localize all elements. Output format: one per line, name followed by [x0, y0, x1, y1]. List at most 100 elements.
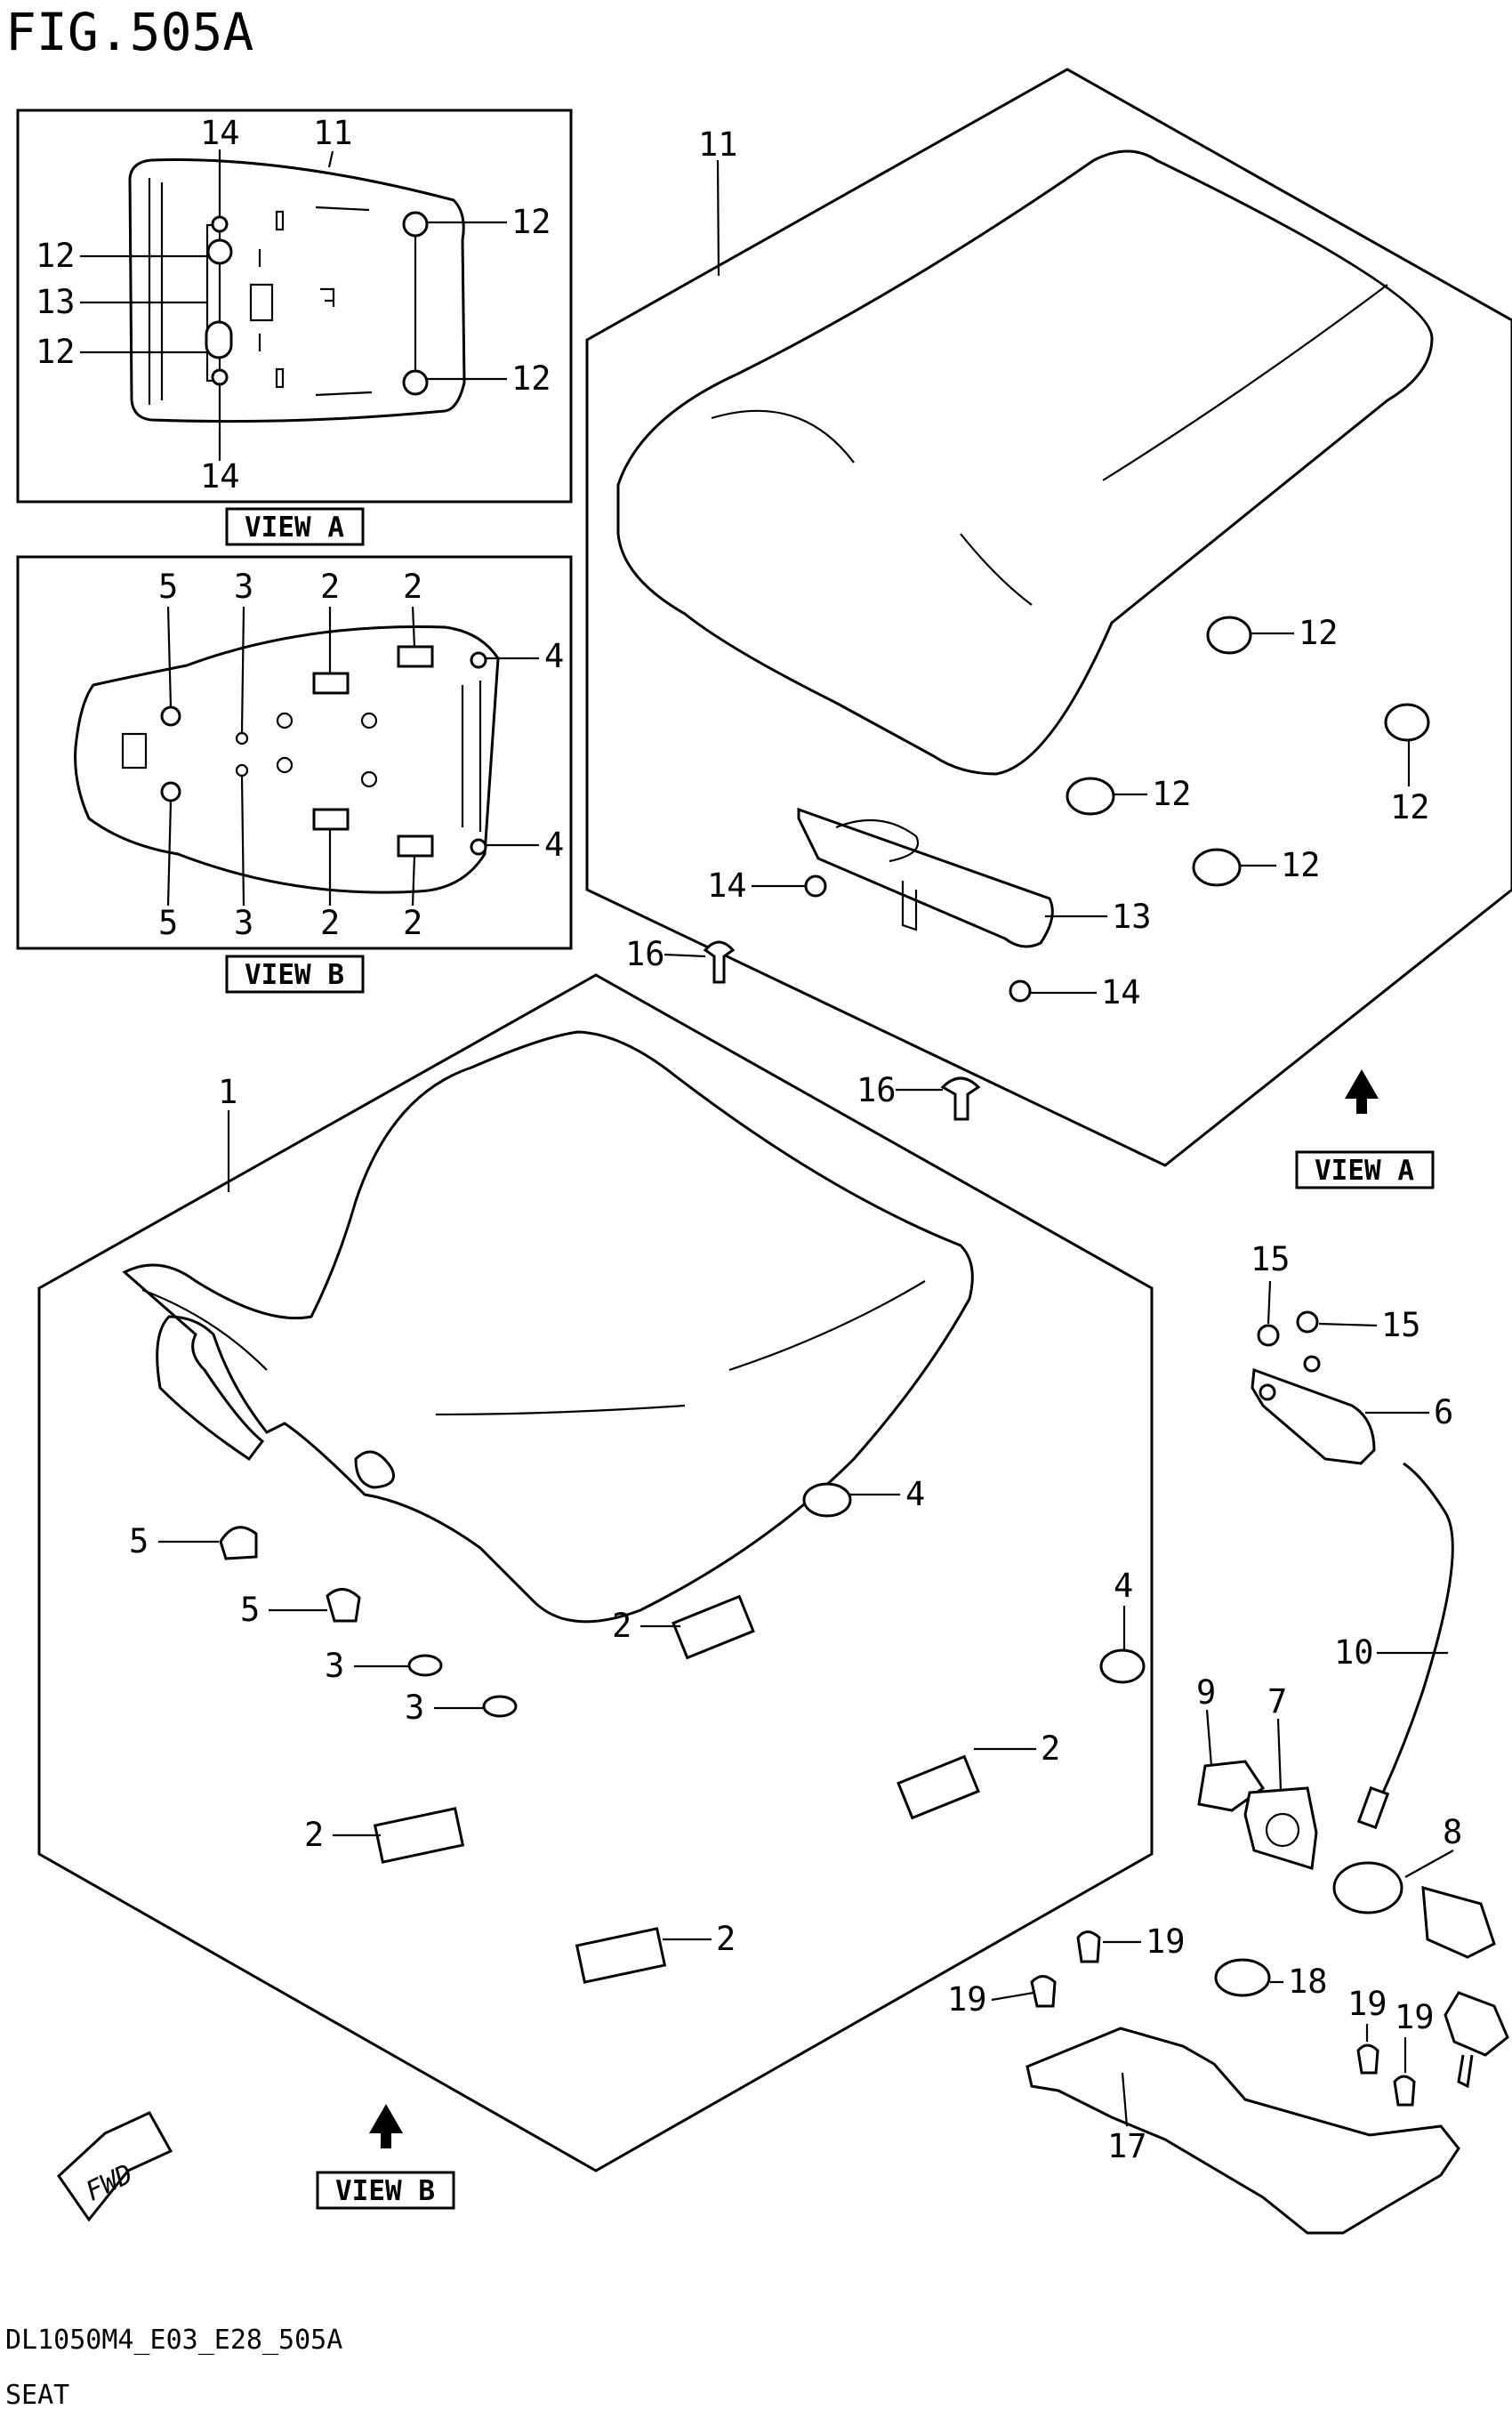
svg-text:5: 5 — [129, 1522, 149, 1560]
front-seat-assembly: 1 5 5 3 3 4 4 2 2 2 2 — [37, 973, 1154, 2172]
svg-text:2: 2 — [304, 1816, 324, 1854]
va-grommet-ul — [206, 238, 233, 265]
svg-text:14: 14 — [707, 866, 747, 905]
svg-text:2: 2 — [716, 1920, 736, 1958]
svg-text:7: 7 — [1267, 1682, 1287, 1721]
view-b-inset: 5 3 2 2 4 4 5 3 2 2 — [16, 555, 573, 950]
arrow-up-icon — [1345, 1069, 1379, 1114]
grommet-4 — [802, 1482, 852, 1518]
svg-text:3: 3 — [234, 904, 253, 942]
vb-damper-top-b — [397, 645, 434, 668]
arrow-up-icon — [369, 2104, 403, 2148]
damper-2 — [575, 1927, 667, 1984]
svg-text:3: 3 — [405, 1689, 424, 1727]
bracket-17 — [1025, 2027, 1460, 2235]
view-a-label: VIEW A — [225, 507, 365, 546]
vb-grommet-bot — [470, 838, 487, 856]
svg-text:3: 3 — [325, 1647, 344, 1685]
grommet-4 — [1099, 1648, 1146, 1684]
front-seat-cushion — [122, 1030, 974, 1624]
callout-14: 14 — [200, 457, 240, 496]
plate-7 — [1243, 1786, 1318, 1870]
svg-text:15: 15 — [1381, 1306, 1421, 1344]
va-nut-top — [211, 215, 229, 233]
svg-text:4: 4 — [544, 826, 564, 864]
svg-text:1: 1 — [218, 1073, 237, 1111]
svg-text:12: 12 — [1390, 788, 1430, 826]
rear-seat-cushion — [616, 149, 1434, 776]
damper-2 — [373, 1807, 465, 1864]
svg-text:5: 5 — [240, 1591, 260, 1629]
callout-12: 12 — [36, 333, 76, 371]
va-nut-bottom — [211, 368, 229, 386]
rivet-3 — [407, 1654, 443, 1677]
view-b-seat-outline — [74, 625, 500, 894]
vb-damper-bot-b — [397, 834, 434, 858]
view-a-frame — [16, 109, 573, 504]
svg-text:19: 19 — [947, 1980, 987, 2019]
svg-text:12: 12 — [1152, 775, 1192, 813]
svg-text:FWD: FWD — [81, 2158, 138, 2207]
rear-seat-bracket — [797, 807, 1054, 948]
grommet-12 — [1066, 777, 1115, 816]
svg-text:14: 14 — [1101, 973, 1141, 1012]
view-a-seat-outline — [128, 158, 466, 423]
front-seat-frame — [37, 973, 1154, 2172]
cushion-5 — [219, 1526, 258, 1560]
callout-12: 12 — [511, 203, 551, 241]
svg-text:19: 19 — [1146, 1922, 1186, 1961]
svg-text:16: 16 — [625, 935, 665, 973]
latch-6 — [1251, 1367, 1376, 1465]
vb-grommet-top — [470, 651, 487, 669]
svg-text:18: 18 — [1288, 1963, 1328, 2001]
rivet-3 — [482, 1695, 518, 1718]
svg-text:VIEW B: VIEW B — [245, 959, 344, 991]
fwd-arrow-icon — [57, 2111, 173, 2222]
svg-text:VIEW A: VIEW A — [245, 512, 344, 544]
svg-text:5: 5 — [158, 904, 178, 942]
svg-text:19: 19 — [1347, 1985, 1387, 2023]
svg-text:4: 4 — [544, 637, 564, 675]
svg-text:12: 12 — [1281, 846, 1321, 884]
svg-text:6: 6 — [1434, 1393, 1453, 1431]
fwd-badge: FWD — [57, 2111, 173, 2222]
view-a-arrow-label: VIEW A — [1295, 1069, 1435, 1189]
bolt-19 — [1076, 1930, 1101, 1963]
figure-title: FIG.505A — [5, 2, 253, 62]
svg-text:11: 11 — [698, 125, 738, 164]
svg-text:3: 3 — [234, 568, 253, 606]
bolt-19 — [1030, 1975, 1057, 2008]
va-grommet-ur — [402, 211, 429, 238]
key — [1444, 1991, 1509, 2057]
grommet-12 — [1192, 848, 1242, 887]
svg-text:12: 12 — [1299, 614, 1339, 652]
vb-damper-bot-a — [312, 808, 350, 831]
grommet-12 — [1384, 703, 1430, 742]
svg-text:8: 8 — [1443, 1813, 1462, 1851]
figure-code: DL1050M4_E03_E28_505A — [5, 2325, 342, 2356]
svg-text:VIEW B: VIEW B — [335, 2175, 435, 2207]
svg-text:10: 10 — [1334, 1633, 1374, 1672]
nut-15 — [1257, 1324, 1280, 1347]
callout-12: 12 — [511, 359, 551, 398]
key — [1421, 1885, 1496, 1959]
svg-text:4: 4 — [905, 1475, 925, 1513]
nut-14 — [804, 874, 827, 898]
damper-2 — [897, 1754, 980, 1820]
lock-latch-assembly: 15 15 6 10 9 7 8 19 19 18 19 19 17 — [947, 1240, 1509, 2235]
rear-seat-assembly: 11 12 12 12 12 13 14 14 16 16 — [585, 68, 1512, 1167]
va-grommet-ll — [205, 320, 233, 359]
svg-text:5: 5 — [158, 568, 178, 606]
bolt-19 — [1393, 2075, 1416, 2107]
view-a-inset: 14 11 12 13 12 14 12 12 — [16, 109, 573, 504]
svg-text:2: 2 — [612, 1607, 631, 1645]
callout-12: 12 — [36, 237, 76, 275]
nut-14 — [1009, 979, 1032, 1003]
screw-16 — [703, 940, 736, 984]
svg-text:4: 4 — [1114, 1567, 1133, 1605]
view-b-frame — [16, 555, 573, 950]
svg-text:17: 17 — [1107, 2127, 1147, 2165]
svg-text:15: 15 — [1251, 1240, 1291, 1278]
